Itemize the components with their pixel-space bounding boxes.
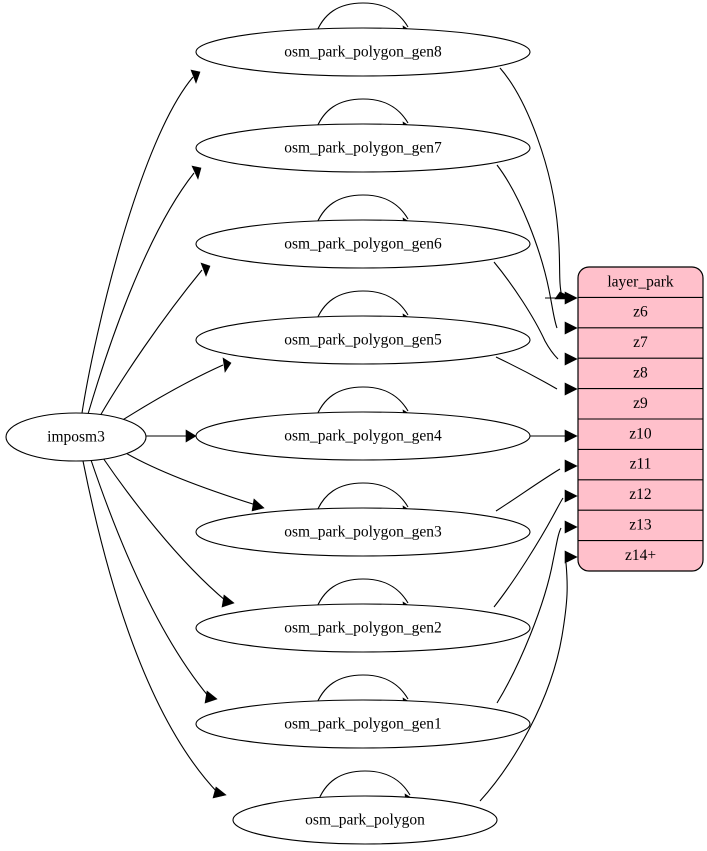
node-base[interactable]: osm_park_polygon [232, 795, 498, 845]
node-gen1[interactable]: osm_park_polygon_gen1 [195, 699, 531, 749]
edge-gen6-to-z8 [493, 261, 578, 366]
node-gen7[interactable]: osm_park_polygon_gen7 [195, 123, 531, 173]
edge-imposm3-to-gen6 [99, 262, 211, 417]
node-gen4[interactable]: osm_park_polygon_gen4 [195, 411, 531, 461]
edge-imposm3-to-gen4 [146, 429, 197, 443]
edge-group-self-loops [314, 2, 417, 806]
node-gen8[interactable]: osm_park_polygon_gen8 [195, 27, 531, 77]
edge-imposm3-to-gen1 [90, 459, 218, 704]
edge-gen8-to-z6 [499, 67, 578, 305]
node-imposm3[interactable]: imposm3 [5, 412, 147, 462]
node-gen6[interactable]: osm_park_polygon_gen6 [195, 219, 531, 269]
edge-group-nodes-to-table [479, 67, 578, 802]
edge-gen4-to-z10 [530, 429, 578, 443]
edge-gen3-to-z11 [495, 459, 578, 512]
layer-park-table[interactable]: layer_park z6 z7 z8 z9 z10 z11 z12 z13 z… [577, 266, 704, 572]
node-gen5[interactable]: osm_park_polygon_gen5 [195, 315, 531, 365]
edge-gen5-to-z9 [495, 356, 578, 396]
edge-base-to-z14 [479, 550, 578, 802]
node-gen3[interactable]: osm_park_polygon_gen3 [195, 507, 531, 557]
edge-imposm3-to-gen2 [102, 457, 235, 608]
edge-imposm3-to-gen7 [87, 165, 202, 415]
edge-gen1-to-z13 [496, 520, 578, 704]
edge-gen7-to-z7 [496, 164, 578, 335]
edge-imposm3-to-gen5 [120, 357, 232, 422]
edge-imposm3-to-gen8 [81, 69, 201, 414]
node-gen2[interactable]: osm_park_polygon_gen2 [195, 603, 531, 653]
edge-imposm3-to-gen3 [123, 451, 265, 512]
edge-group-source-to-nodes [81, 69, 265, 799]
edge-imposm3-to-base [82, 460, 227, 799]
edge-gen2-to-z12 [493, 489, 578, 608]
